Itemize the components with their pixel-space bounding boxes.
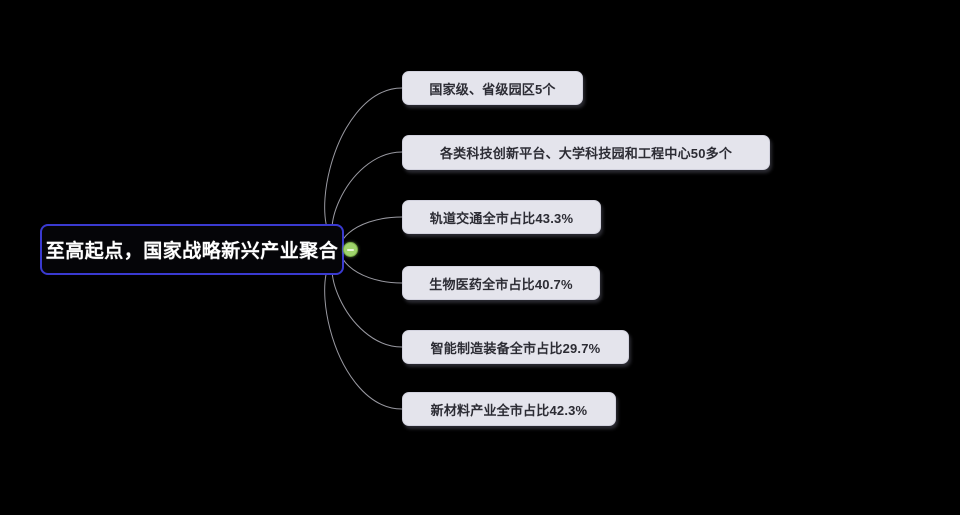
child-node-label: 各类科技创新平台、大学科技园和工程中心50多个 [439, 146, 733, 161]
child-node-label: 智能制造装备全市占比29.7% [430, 340, 601, 356]
mindmap-child-node-4[interactable]: 生物医药全市占比40.7% [402, 266, 600, 300]
child-node-label: 轨道交通全市占比43.3% [429, 210, 574, 226]
mindmap-child-node-5[interactable]: 智能制造装备全市占比29.7% [402, 330, 629, 364]
root-node-label: 至高起点，国家战略新兴产业聚合 [45, 241, 339, 262]
mindmap-child-node-2[interactable]: 各类科技创新平台、大学科技园和工程中心50多个 [402, 135, 770, 170]
child-node-label: 生物医药全市占比40.7% [429, 276, 573, 292]
mindmap-root-node[interactable]: 至高起点，国家战略新兴产业聚合 [40, 224, 344, 275]
mindmap-child-node-3[interactable]: 轨道交通全市占比43.3% [402, 200, 601, 234]
child-node-label: 新材料产业全市占比42.3% [430, 402, 588, 418]
collapse-toggle-icon[interactable] [343, 242, 358, 257]
minus-glyph [347, 248, 354, 251]
mindmap-child-node-6[interactable]: 新材料产业全市占比42.3% [402, 392, 616, 426]
mindmap-child-node-1[interactable]: 国家级、省级园区5个 [402, 71, 583, 105]
child-node-label: 国家级、省级园区5个 [429, 81, 556, 97]
